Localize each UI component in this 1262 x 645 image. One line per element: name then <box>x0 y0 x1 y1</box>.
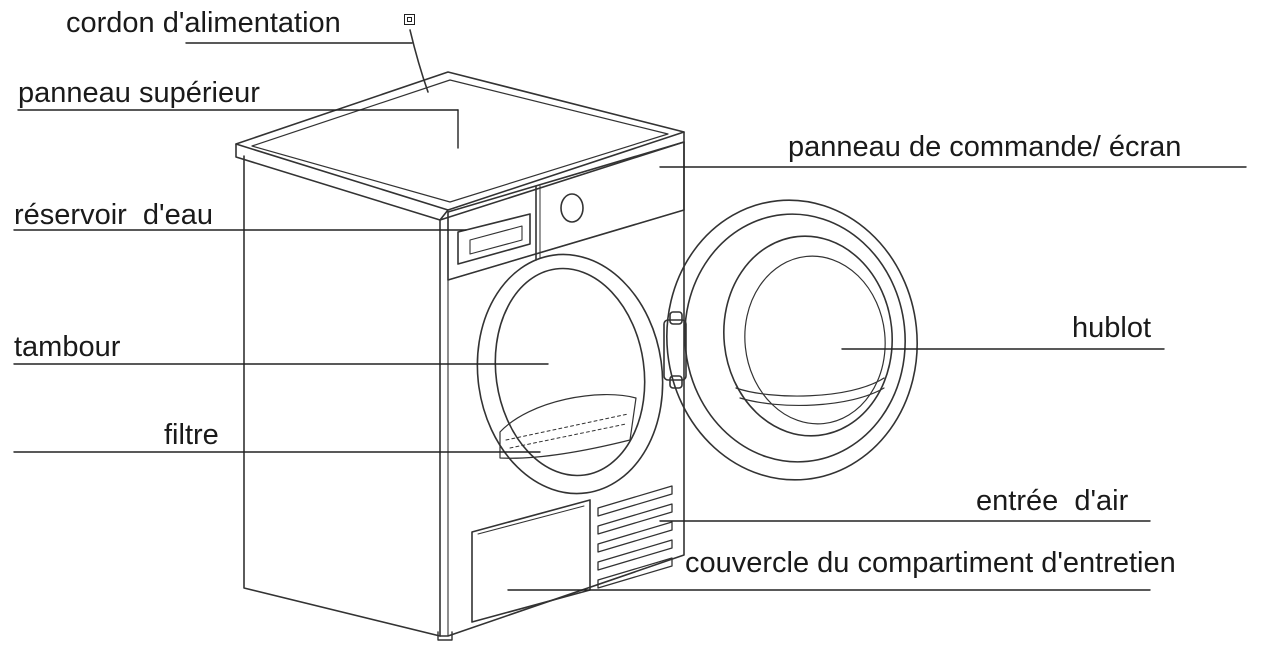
door-glass <box>723 235 893 437</box>
label-water-tank: réservoir d'eau <box>14 199 213 231</box>
air-inlet-vents <box>597 485 673 589</box>
water-tank-drawer <box>457 213 531 265</box>
service-cover <box>471 499 591 623</box>
leader-lines <box>13 42 1247 591</box>
drum-ring-inner <box>494 267 646 477</box>
label-air-inlet: entrée d'air <box>976 485 1129 517</box>
cabinet-side <box>243 155 441 637</box>
plug-icon <box>404 14 415 25</box>
cabinet-front <box>439 141 685 637</box>
top-panel <box>235 71 685 211</box>
control-fascia <box>447 141 685 281</box>
label-control-panel: panneau de commande/ écran <box>788 131 1182 163</box>
power-cord <box>409 29 429 93</box>
door-hinge <box>663 319 687 381</box>
label-top-panel: panneau supérieur <box>18 77 260 109</box>
filter-mesh <box>499 393 637 459</box>
control-knob <box>560 193 584 223</box>
label-filter: filtre <box>164 419 219 451</box>
door-outer <box>666 199 918 481</box>
label-drum: tambour <box>14 331 121 363</box>
label-power-cord: cordon d'alimentation <box>66 7 341 39</box>
label-service-cover: couvercle du compartiment d'entretien <box>685 547 1176 579</box>
label-door: hublot <box>1072 312 1152 344</box>
drum-ring-outer <box>476 253 664 495</box>
